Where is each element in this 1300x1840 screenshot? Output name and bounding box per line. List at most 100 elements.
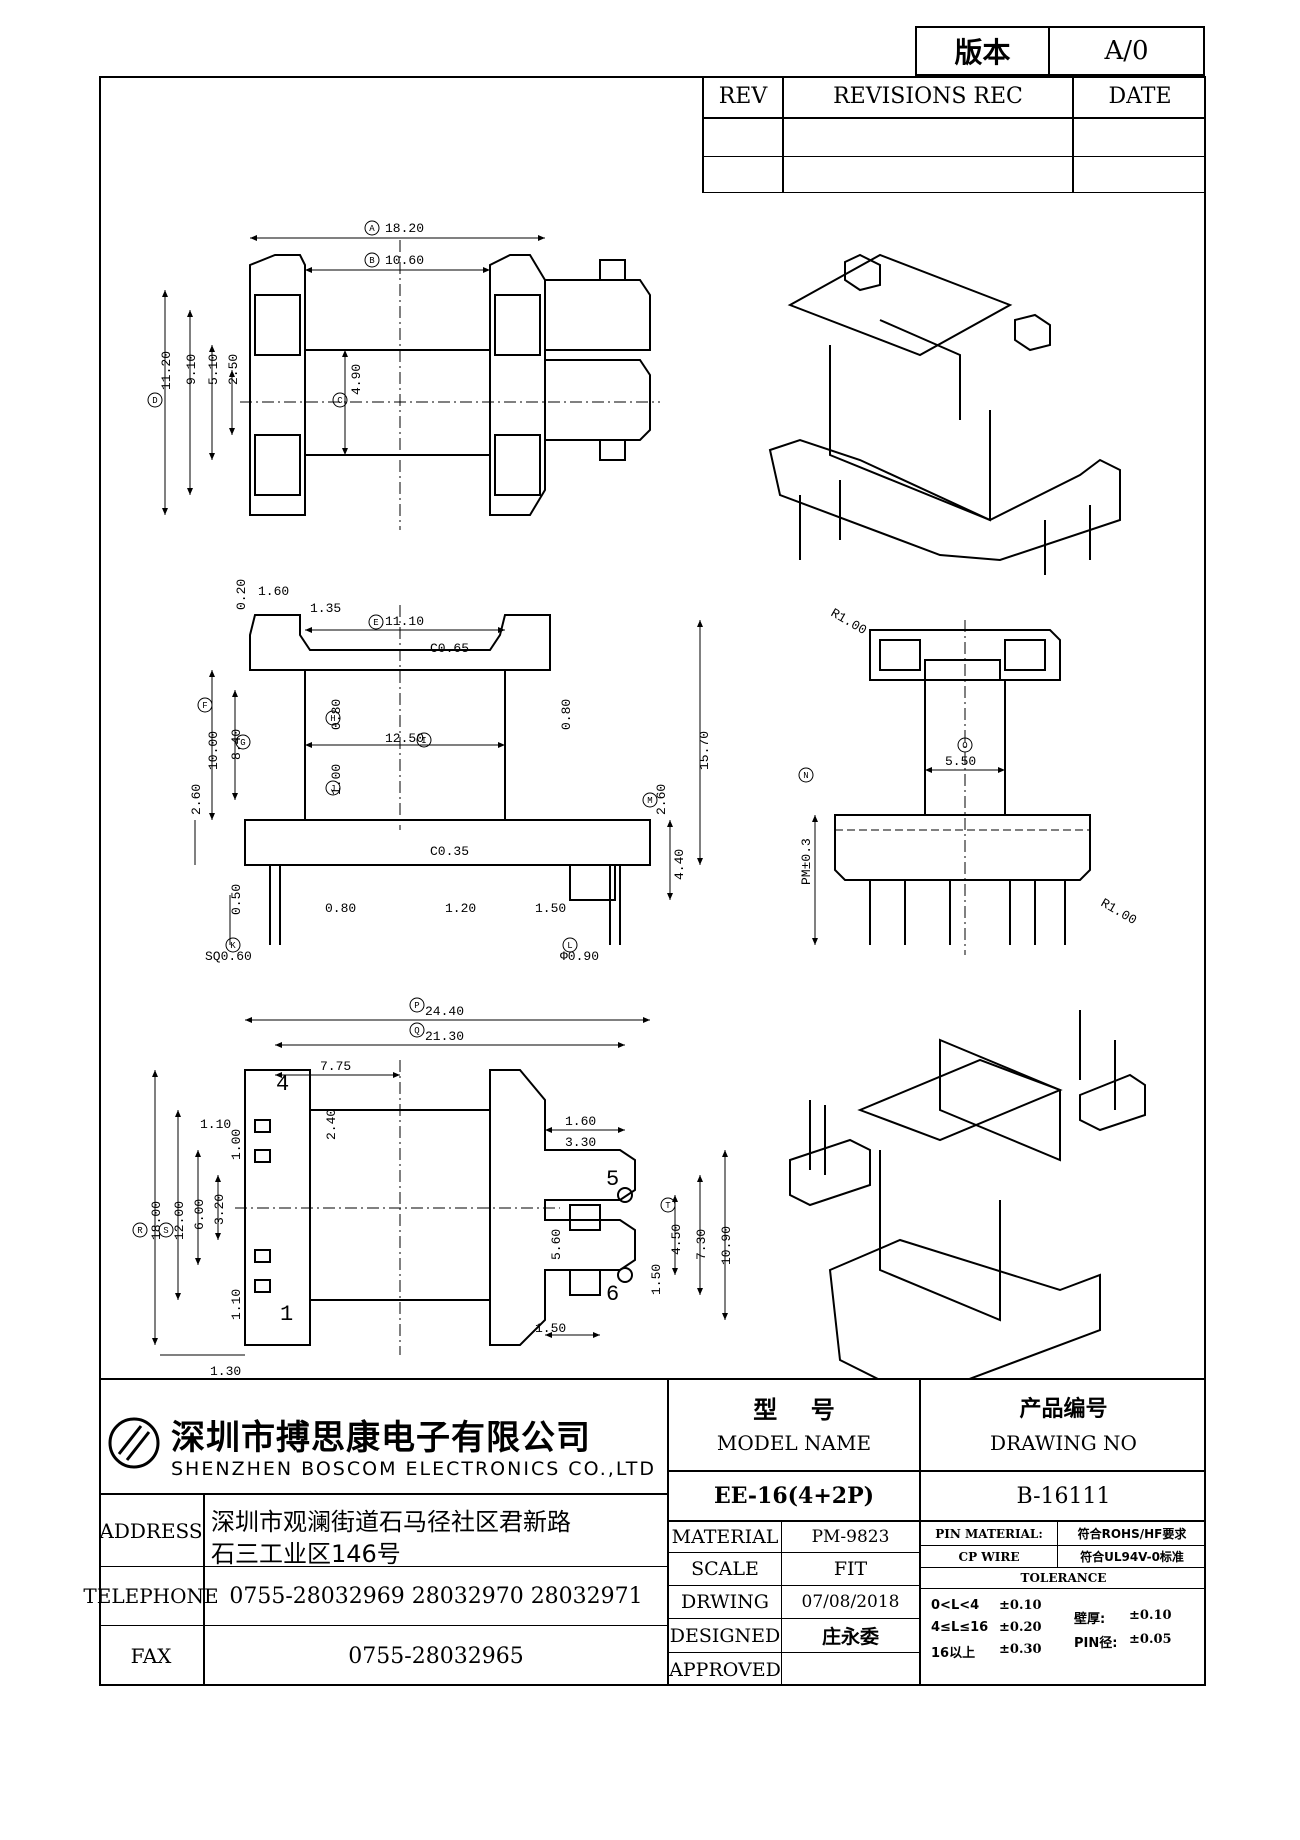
svg-text:F: F (202, 701, 207, 711)
dim-2-50: 2.50 (226, 354, 241, 385)
pin-number-1: 1 (280, 1302, 293, 1327)
svg-text:D: D (152, 396, 157, 406)
dim-i: 12.50 (385, 731, 424, 746)
rev-header: REV (718, 84, 768, 109)
dim-c0-65: C0.65 (430, 641, 469, 656)
dim-p: 24.40 (425, 1004, 464, 1019)
svg-text:H: H (330, 714, 335, 724)
model-title-en: MODEL NAME (716, 1431, 872, 1455)
svg-text:B: B (369, 256, 375, 266)
address-label: ADDRESS (99, 1518, 203, 1543)
svg-text:A: A (369, 224, 375, 234)
dim-r: 18.00 (149, 1201, 164, 1240)
approved-by (782, 1653, 919, 1686)
scale-label: SCALE (691, 1558, 759, 1580)
svg-text:P: P (414, 1001, 419, 1011)
svg-text:J: J (330, 784, 335, 794)
dim-3-20: 3.20 (212, 1194, 227, 1225)
address-line2: 石三工业区146号 (211, 1540, 401, 1568)
dim-f: 10.00 (206, 731, 221, 770)
svg-text:Q: Q (414, 1026, 419, 1036)
svg-text:C: C (337, 396, 343, 406)
dim-7-30: 7.30 (694, 1229, 709, 1260)
bottom-view (152, 1017, 728, 1356)
dim-e: 11.10 (385, 614, 424, 629)
dim-9-10: 9.10 (184, 354, 199, 385)
fax-label: FAX (130, 1644, 172, 1668)
drawing-no-title-en: DRAWING NO (990, 1431, 1137, 1455)
dim-c: 4.90 (349, 364, 364, 395)
dim-r1-side-top: R1.00 (828, 605, 869, 637)
dim-r1-side-bottom: R1.00 (1098, 895, 1139, 927)
dim-1-00-bv: 1.00 (229, 1129, 244, 1160)
dim-10-90: 10.90 (719, 1226, 734, 1265)
version-value: A/0 (1104, 36, 1149, 66)
isometric-view-bottom (789, 1010, 1146, 1380)
dimension-bubbles (132, 220, 973, 1238)
tolerance-range-3: 16以上 (931, 1646, 976, 1661)
dim-7-75: 7.75 (320, 1059, 351, 1074)
dim-15-70: 15.70 (697, 731, 712, 770)
svg-text:O: O (962, 741, 967, 751)
company-logo-icon (108, 1417, 160, 1469)
dim-pm: PM±0.3 (799, 838, 814, 885)
version-label: 版本 (917, 28, 1050, 74)
revision-table: REV REVISIONS REC DATE (702, 76, 1206, 193)
svg-text:I: I (421, 736, 426, 746)
dim-4-50: 4.50 (669, 1224, 684, 1255)
drawing-date: 07/08/2018 (801, 1592, 900, 1612)
side-view (812, 620, 1091, 955)
dim-h: 0.80 (329, 699, 344, 730)
pin-material-label: PIN MATERIAL: (935, 1526, 1043, 1541)
pin-number-6: 6 (606, 1282, 619, 1307)
tolerance-value-1: ±0.10 (999, 1598, 1042, 1613)
dim-1-10-bottom: 1.10 (229, 1289, 244, 1320)
dim-l: Φ0.90 (560, 949, 599, 964)
dim-1-50: 1.50 (535, 901, 566, 916)
dim-1-35: 1.35 (310, 601, 341, 616)
svg-text:E: E (373, 618, 378, 628)
svg-text:S: S (163, 1226, 168, 1236)
dim-1-30: 1.30 (210, 1364, 241, 1379)
telephone-value: 0755-28032969 28032970 28032971 (229, 1583, 643, 1609)
dim-1-60-bv: 1.60 (565, 1114, 596, 1129)
designed-by: 庄永委 (821, 1626, 879, 1648)
dim-c0-35: C0.35 (430, 844, 469, 859)
svg-text:R: R (137, 1226, 143, 1236)
dim-3-30: 3.30 (565, 1135, 596, 1150)
cp-wire-label: CP WIRE (958, 1549, 1020, 1564)
tolerance-value-2: ±0.20 (999, 1620, 1042, 1635)
title-block: 深圳市搏思康电子有限公司 SHENZHEN BOSCOM ELECTRONICS… (83, 1378, 1206, 1686)
model-title-cn: 型 号 (753, 1395, 835, 1424)
dim-1-60: 1.60 (258, 584, 289, 599)
dim-0-80-right: 0.80 (559, 699, 574, 730)
drawing-no-title-cn: 产品编号 (1019, 1397, 1108, 1422)
technical-drawing: 18.20 10.60 11.20 9.10 5.10 2.50 4.90 1.… (132, 220, 1146, 1380)
scale-value: FIT (833, 1558, 868, 1580)
dim-4-40: 4.40 (672, 849, 687, 880)
address-line1: 深圳市观澜街道石马径社区君新路 (211, 1508, 571, 1536)
drawing-label: DRWING (681, 1591, 769, 1613)
front-view (194, 605, 703, 945)
svg-text:L: L (567, 941, 572, 951)
dim-5-60: 5.60 (549, 1229, 564, 1260)
approved-label: APPROVED (669, 1658, 781, 1681)
company-name-en: SHENZHEN BOSCOM ELECTRONICS CO.,LTD (171, 1458, 657, 1480)
dim-1-50-bv: 1.50 (535, 1321, 566, 1336)
tolerance-range-2: 4≤L≤16 (931, 1620, 989, 1635)
drawing-frame (99, 76, 1206, 1686)
dim-m: 2.60 (654, 784, 669, 815)
telephone-label: TELEPHONE (83, 1584, 219, 1608)
tolerance-range-1: 0<L<4 (931, 1598, 980, 1613)
tolerance-title: TOLERANCE (1020, 1571, 1107, 1585)
svg-text:M: M (647, 796, 652, 806)
dim-2-60-left: 2.60 (189, 784, 204, 815)
dim-a: 18.20 (385, 221, 424, 236)
material-label: MATERIAL (671, 1526, 779, 1548)
pin-number-4: 4 (276, 1072, 289, 1097)
tolerance-value-3: ±0.30 (999, 1642, 1042, 1657)
material-value: PM-9823 (811, 1527, 890, 1547)
svg-text:G: G (240, 738, 245, 748)
dim-1-10-top: 1.10 (200, 1117, 231, 1132)
date-header: DATE (1108, 84, 1172, 109)
